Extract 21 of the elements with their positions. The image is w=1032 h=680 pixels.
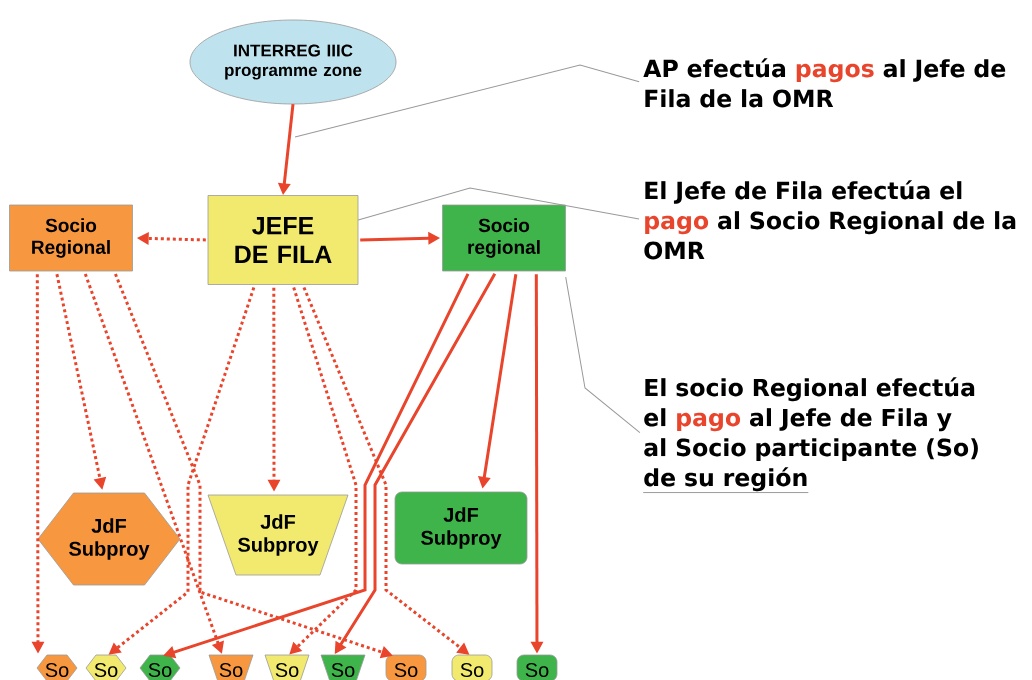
note-text: El socio Regional efectúa el pago al Jefe de Fila y al Socio participante (So) de su región: [643, 377, 978, 493]
note-text: El Jefe de Fila efectúa el pago al Socio Regional de la OMR: [644, 180, 1016, 260]
process-box: Socio Regional: [9, 204, 133, 272]
leader-line: [565, 276, 641, 434]
process-box: JEFE DE FILA: [207, 195, 359, 285]
hexagon-box: So: [139, 654, 181, 680]
trapezoid-box: So: [264, 654, 310, 680]
leader-line: [357, 187, 640, 221]
trapezoid-box: So: [208, 654, 254, 680]
hexagon-box: So: [36, 654, 78, 680]
trapezoid-box: So: [320, 654, 366, 680]
rounded-box: JdF Subproy: [394, 491, 528, 565]
trapezoid-box: JdF Subproy: [207, 494, 349, 576]
rounded-box: So: [385, 654, 427, 680]
rounded-box: So: [451, 654, 493, 680]
note-text: AP efectúa pagos al Jefe de Fila de la OMR: [643, 58, 1006, 108]
process-box: Socio regional: [442, 204, 566, 272]
hexagon-box: JdF Subproy: [37, 492, 181, 586]
rounded-box: So: [516, 654, 558, 680]
leader-line: [294, 64, 640, 138]
hexagon-box: So: [85, 654, 127, 680]
